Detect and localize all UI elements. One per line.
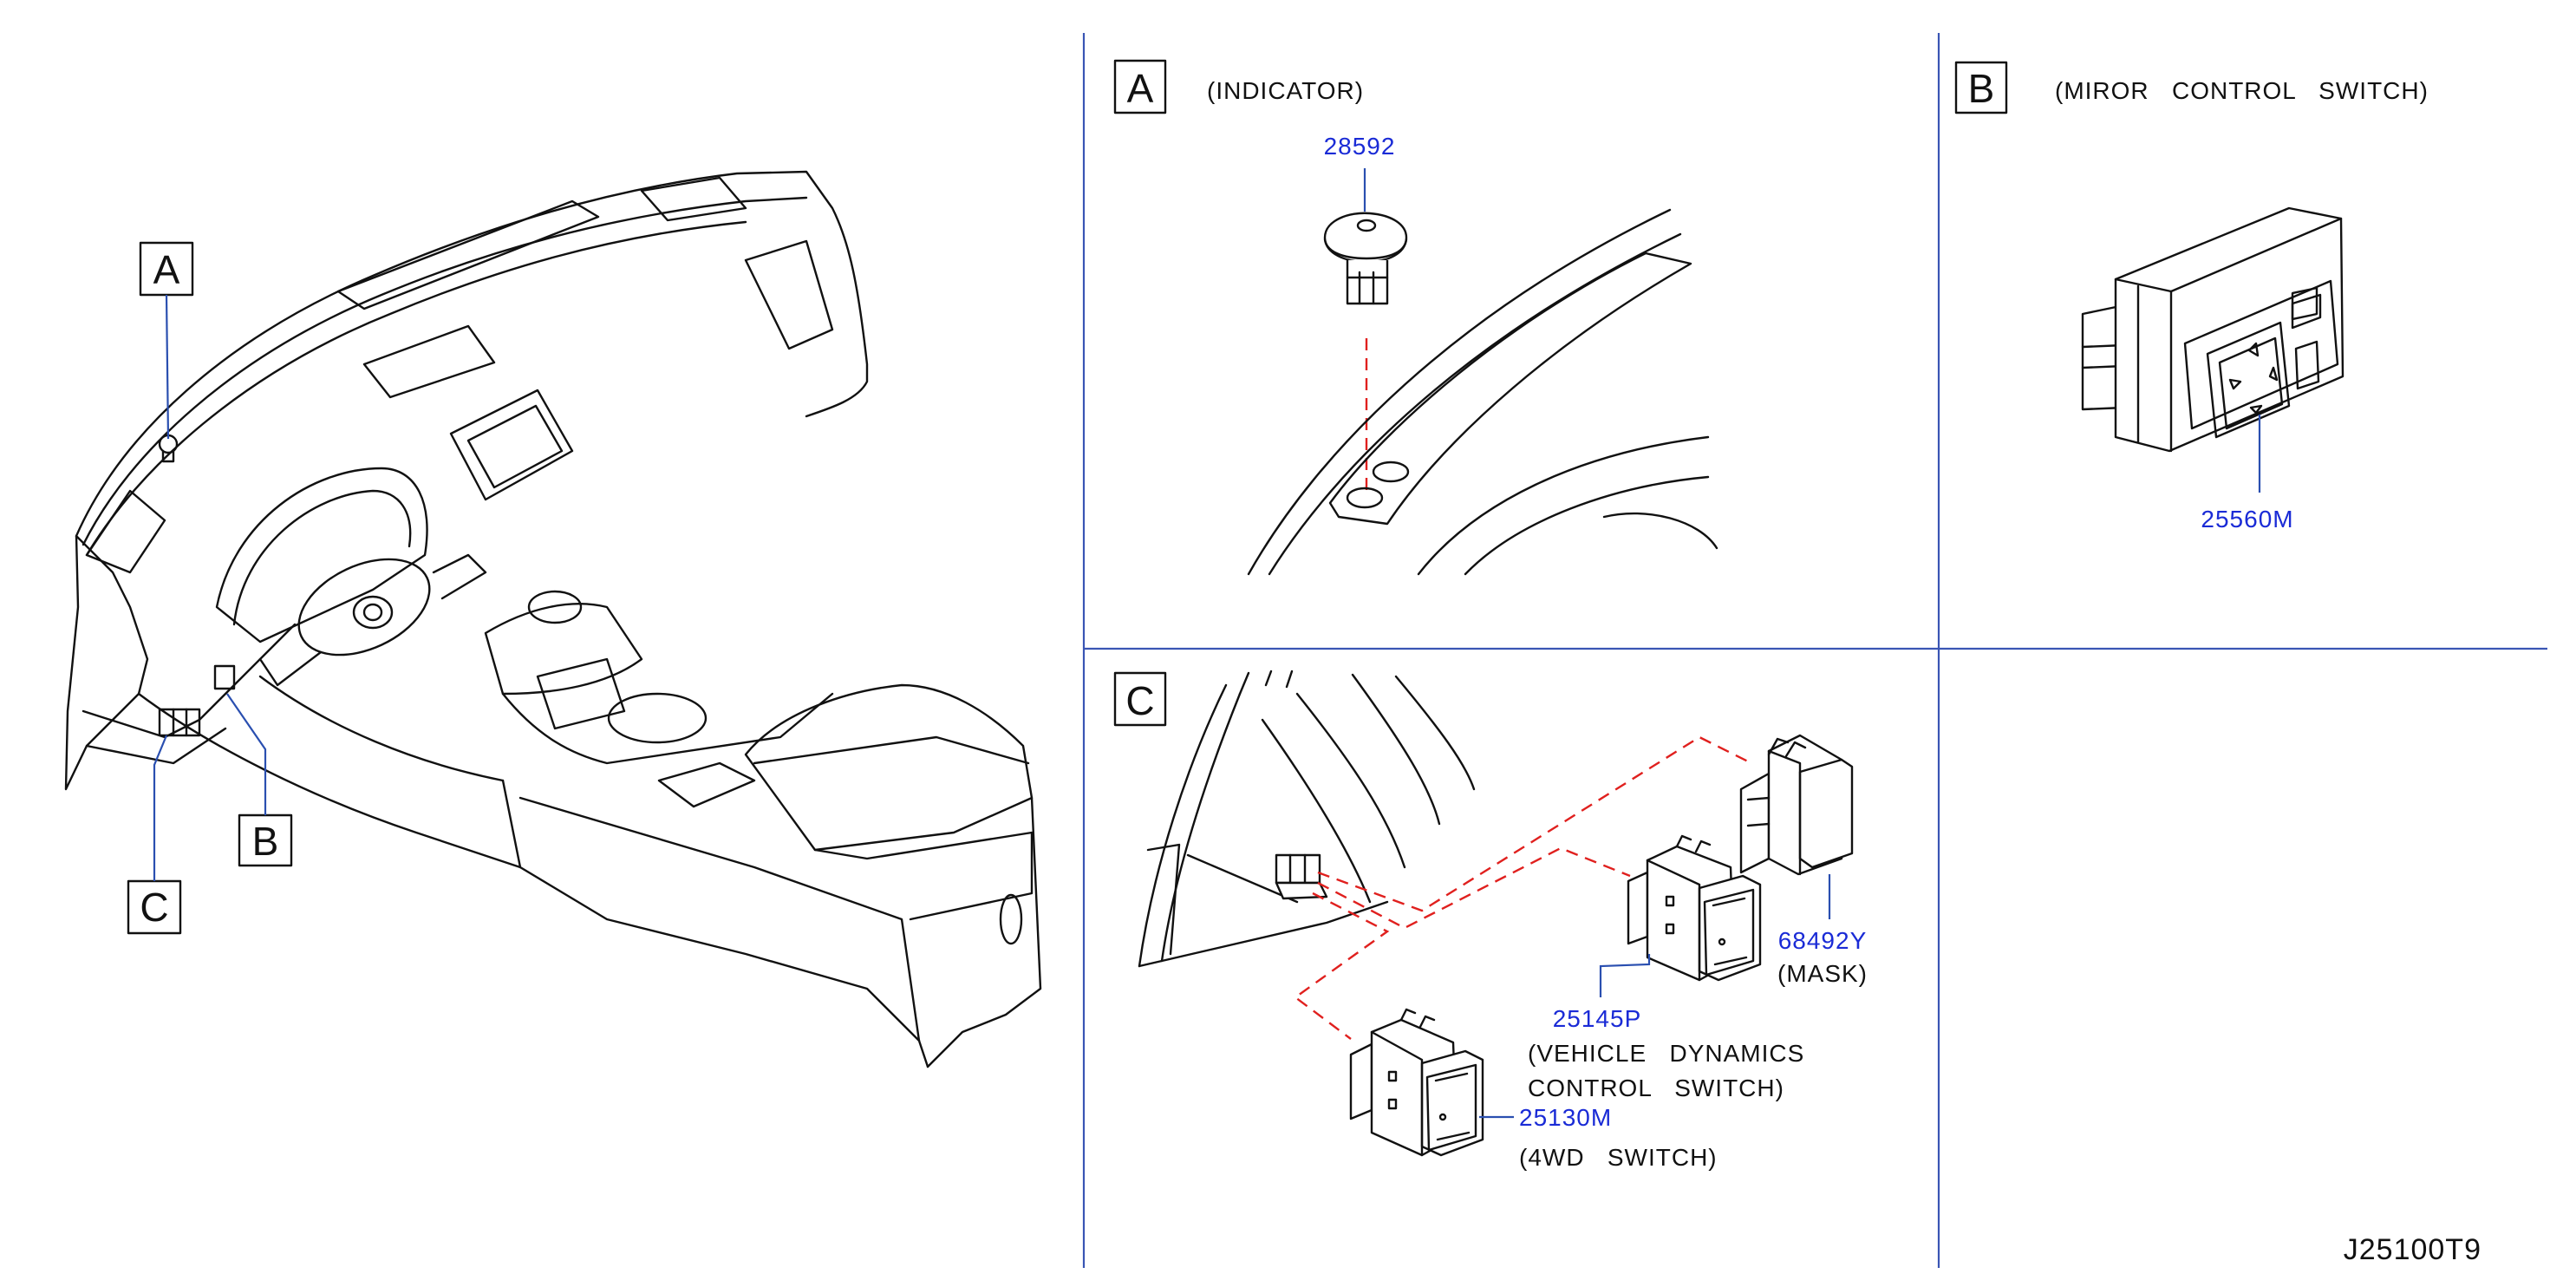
vdc-switch-drawing [1627, 834, 1762, 982]
overview-callout-a: A [139, 241, 194, 440]
mirror-switch-drawing [2081, 206, 2344, 453]
vdc-switch-description-line1: (VEHICLE DYNAMICS [1528, 1040, 1804, 1067]
dash-top-outline [1247, 208, 1718, 576]
panel-a-letter: A [1127, 66, 1154, 111]
lower-dash-drawing [1138, 670, 1476, 968]
diagram-code: J25100T9 [2344, 1233, 2481, 1266]
panel-b: B (MIROR CONTROL SWITCH) 25560M [1954, 61, 2429, 532]
panel-b-letter: B [1968, 66, 1995, 111]
overview-callout-c: C [127, 735, 182, 935]
panel-b-label-box [1954, 61, 2008, 114]
svg-text:A: A [153, 247, 180, 292]
4wd-switch-drawing [1349, 1008, 1484, 1157]
overview-callout-b: B [226, 693, 293, 867]
panel-dividers [1082, 33, 2547, 1268]
part-number-25145p: 25145P [1553, 1005, 1642, 1032]
part-number-25130m: 25130M [1519, 1104, 1612, 1131]
part-number-25560m: 25560M [2201, 506, 2293, 532]
indicator-part-drawing [1323, 212, 1408, 305]
panel-c-letter: C [1125, 678, 1154, 723]
mask-part-drawing [1739, 734, 1854, 876]
dashboard-overview-drawing [64, 170, 1042, 1068]
svg-text:B: B [252, 819, 279, 864]
4wd-switch-description: (4WD SWITCH) [1519, 1144, 1718, 1171]
part-number-68492y: 68492Y [1778, 927, 1868, 954]
panel-c: C [1113, 670, 1868, 1171]
part-number-28592: 28592 [1324, 133, 1396, 160]
panel-b-title: (MIROR CONTROL SWITCH) [2055, 77, 2429, 104]
svg-text:C: C [140, 885, 168, 930]
panel-c-label-box [1113, 671, 1167, 727]
panel-a-title: (INDICATOR) [1207, 77, 1364, 104]
mask-description: (MASK) [1777, 960, 1868, 987]
phantom-lines [1293, 735, 1752, 1040]
panel-a: A (INDICATOR) 28592 [1113, 59, 1718, 576]
vdc-switch-description-line2: CONTROL SWITCH) [1528, 1075, 1784, 1101]
panel-a-label-box [1113, 59, 1167, 114]
